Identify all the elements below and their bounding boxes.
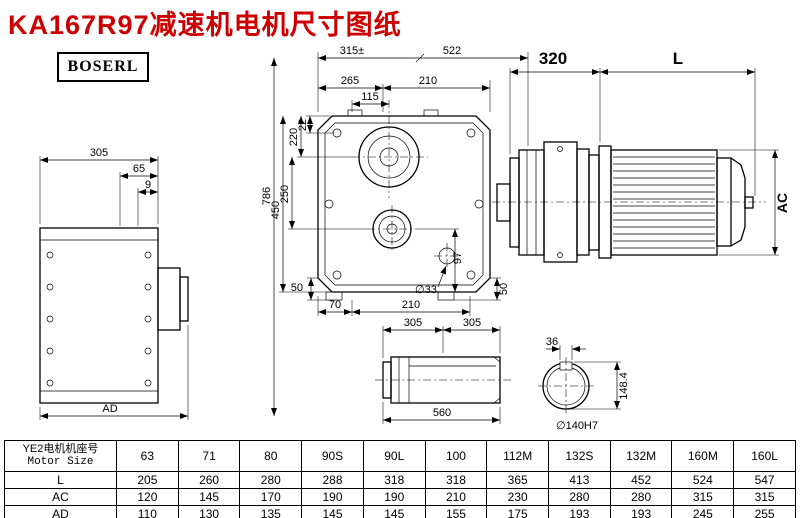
dimension-value: 288	[301, 471, 364, 489]
dim-305-side: 305	[90, 147, 108, 159]
dimension-row-label: AD	[4, 505, 117, 518]
dim-L: L	[673, 49, 683, 68]
dim-115: 115	[361, 91, 379, 103]
dim-AC: AC	[774, 193, 790, 213]
dimension-value: 547	[733, 471, 796, 489]
dimension-value: 190	[362, 488, 426, 506]
dimension-row-label: L	[4, 471, 117, 489]
dim-97: 97	[452, 252, 464, 264]
dim-560: 560	[433, 407, 451, 419]
motor-frame-column: 160M	[671, 440, 735, 472]
side-view: 305 65 9 AD	[39, 147, 189, 420]
dim-305-a: 305	[404, 317, 422, 329]
dimension-value: 193	[548, 505, 611, 518]
dim-140H7: ∅140H7	[556, 420, 598, 432]
dimension-value: 315	[733, 488, 796, 506]
dim-265: 265	[341, 75, 359, 87]
dim-522: 522	[443, 45, 461, 57]
motor-frame-column: 160L	[733, 440, 796, 472]
output-hub	[157, 267, 181, 331]
dim-70: 70	[329, 299, 341, 311]
dim-220: 220	[288, 128, 300, 146]
hub-view: 36 148.4 ∅140H7	[538, 336, 630, 432]
dim-305-b: 305	[463, 317, 481, 329]
dim-786: 786	[261, 187, 273, 205]
dimension-value: 315	[671, 488, 735, 506]
dimension-value: 135	[239, 505, 303, 518]
dimension-value: 130	[177, 505, 241, 518]
dimension-value: 155	[424, 505, 488, 518]
dimension-value: 260	[177, 471, 241, 489]
dimension-value: 280	[609, 488, 673, 506]
page-title: KA167R97减速机电机尺寸图纸	[8, 10, 402, 40]
dimension-value: 318	[424, 471, 488, 489]
motor-frame-column: 63	[116, 440, 179, 472]
motor-fins	[613, 156, 715, 249]
dimension-value: 280	[239, 471, 303, 489]
dim-148-4: 148.4	[618, 372, 630, 400]
motor-body	[610, 149, 718, 256]
dimension-value: 145	[362, 505, 426, 518]
dimension-value: 170	[239, 488, 303, 506]
dimension-value: 365	[486, 471, 550, 489]
dim-210-top: 210	[419, 75, 437, 87]
dimension-value: 318	[362, 471, 426, 489]
dim-315: 315±	[340, 45, 364, 57]
dimension-value: 452	[609, 471, 673, 489]
dimension-value: 210	[424, 488, 488, 506]
dimension-value: 524	[671, 471, 735, 489]
motor-frame-column: 90L	[362, 440, 426, 472]
dim-65: 65	[133, 163, 145, 175]
motor-frame-column: 132M	[609, 440, 673, 472]
dimension-value: 205	[116, 471, 179, 489]
dimension-value: 145	[301, 505, 364, 518]
technical-drawing: 305 65 9 AD	[39, 45, 790, 432]
dim-bore-33: ∅33	[415, 284, 437, 296]
dimension-value: 145	[177, 488, 241, 506]
dimension-value: 280	[548, 488, 611, 506]
dim-50-right: 50	[498, 283, 510, 295]
motor-frame-column: 90S	[301, 440, 364, 472]
dim-210-bottom: 210	[402, 299, 420, 311]
motor-frame-column: 80	[239, 440, 303, 472]
dim-9: 9	[145, 179, 151, 191]
dimension-value: 175	[486, 505, 550, 518]
motor-frame-column: 132S	[548, 440, 611, 472]
motor-view: 320 L AC	[492, 49, 790, 263]
shaft-view: 305 305 560	[375, 317, 512, 424]
dim-50-left: 50	[291, 282, 303, 294]
dimension-value: 255	[733, 505, 796, 518]
front-view: 315± 522 265 210 115 22 220 250 450	[261, 45, 529, 416]
dimension-value: 120	[116, 488, 179, 506]
dimension-row-label: AC	[4, 488, 117, 506]
dim-320: 320	[539, 49, 567, 68]
dimension-value: 193	[609, 505, 673, 518]
dim-AD: AD	[102, 403, 117, 415]
brand-logo: BOSERL	[57, 52, 149, 82]
motor-frame-column: 71	[177, 440, 241, 472]
motor-frame-column: 100	[424, 440, 488, 472]
dimension-value: 110	[116, 505, 179, 518]
dimension-value: 245	[671, 505, 735, 518]
dimension-value: 413	[548, 471, 611, 489]
dimension-value: 190	[301, 488, 364, 506]
dim-36: 36	[546, 336, 558, 348]
motor-frame-column: 112M	[486, 440, 550, 472]
dimension-value: 230	[486, 488, 550, 506]
dim-250: 250	[279, 185, 291, 203]
